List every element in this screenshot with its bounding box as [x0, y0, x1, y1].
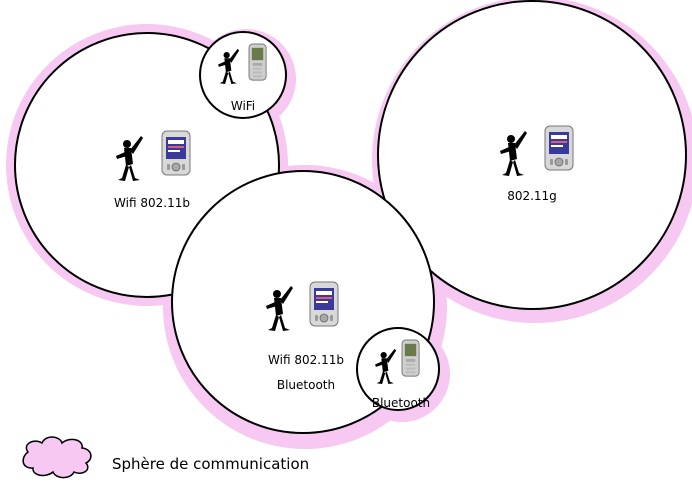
coverage-circle-right [377, 0, 687, 310]
label-wifi-left: Wifi 802.11b [114, 196, 190, 210]
pda-icon [544, 125, 574, 171]
label-bluetooth-center: Bluetooth [276, 378, 336, 392]
phone-icon [401, 339, 420, 377]
label-wifi-small: WiFi [230, 99, 256, 113]
phone-icon [248, 43, 267, 81]
pda-icon [309, 281, 339, 327]
pda-icon [161, 130, 191, 176]
label-802-11g: 802.11g [507, 189, 557, 203]
legend-label: Sphère de communication [112, 455, 310, 473]
legend-cloud-icon [22, 436, 92, 479]
label-bluetooth-small: Bluetooth [371, 396, 431, 410]
label-wifi-center: Wifi 802.11b [268, 353, 344, 367]
